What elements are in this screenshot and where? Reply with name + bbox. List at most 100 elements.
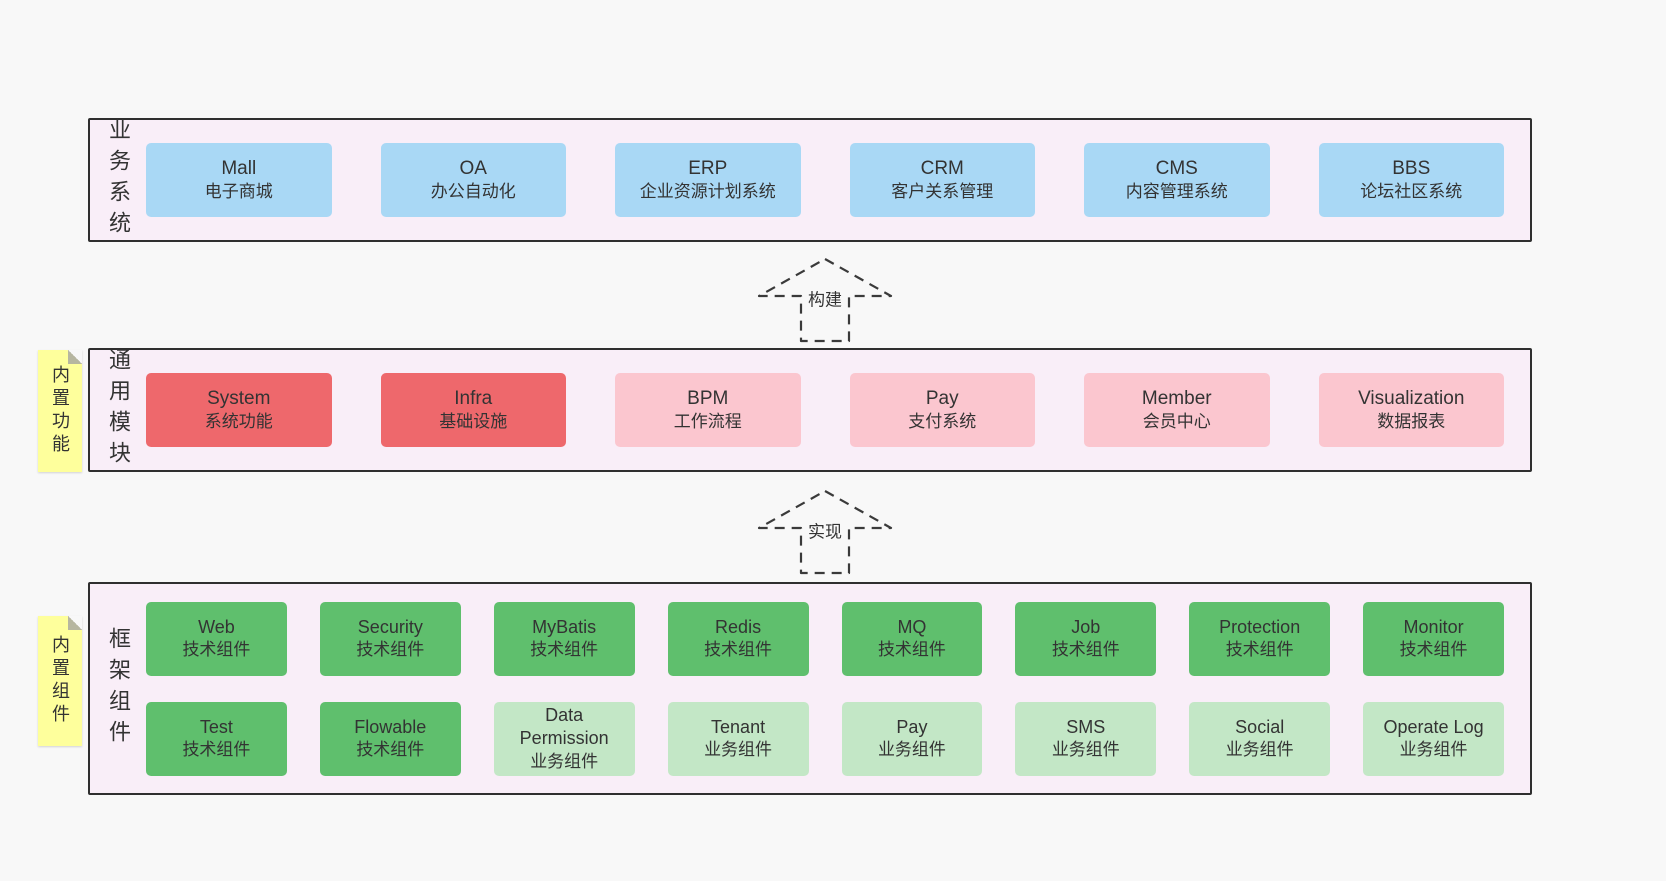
box-title: Monitor (1403, 616, 1464, 637)
box-job: Job 技术组件 (1015, 601, 1157, 676)
box-subtitle: 技术组件 (704, 640, 773, 660)
box-monitor: Monitor 技术组件 (1363, 601, 1504, 676)
up-arrow-icon (757, 257, 893, 343)
box-test: Test 技术组件 (146, 701, 287, 776)
box-subtitle: 业务组件 (1051, 740, 1120, 760)
up-arrow-icon (757, 489, 893, 575)
box-title: Tenant (711, 716, 766, 737)
business-boxes: Mall 电子商城 OA 办公自动化 ERP 企业资源计划系统 CRM 客户关系… (146, 143, 1504, 217)
box-erp: ERP 企业资源计划系统 (615, 143, 801, 217)
box-title: Member (1141, 387, 1212, 409)
box-title: Operate Log (1383, 716, 1484, 737)
box-subtitle: 办公自动化 (430, 182, 516, 202)
box-sms: SMS 业务组件 (1015, 701, 1157, 776)
box-operate-log: Operate Log 业务组件 (1363, 701, 1504, 776)
box-title: Flowable (354, 716, 427, 737)
box-mall: Mall 电子商城 (146, 143, 332, 217)
box-data-permission: Data Permission 业务组件 (493, 701, 635, 776)
business-systems-panel: 业务系统 Mall 电子商城 OA 办公自动化 ERP 企业资源计划系统 CRM… (88, 118, 1532, 242)
box-web: Web 技术组件 (146, 601, 287, 676)
box-title: CRM (920, 157, 964, 179)
box-flowable: Flowable 技术组件 (319, 701, 461, 776)
box-subtitle: 企业资源计划系统 (639, 182, 776, 202)
box-title: Test (199, 716, 233, 737)
box-title: Job (1071, 616, 1101, 637)
box-title: Pay (896, 716, 928, 737)
box-subtitle: 技术组件 (877, 640, 946, 660)
builtin-components-label: 内置组件 (50, 635, 70, 727)
box-subtitle: 客户关系管理 (891, 182, 994, 202)
box-title: MyBatis (532, 616, 597, 637)
box-infra: Infra 基础设施 (380, 373, 566, 447)
box-subtitle: 技术组件 (530, 640, 599, 660)
box-subtitle: 系统功能 (204, 412, 273, 432)
box-subtitle: 技术组件 (182, 640, 251, 660)
framework-row-2: Test 技术组件 Flowable 技术组件 Data Permission … (146, 701, 1504, 776)
box-title: Social (1235, 716, 1285, 737)
box-bbs: BBS 论坛社区系统 (1318, 143, 1504, 217)
box-title: Protection (1219, 616, 1301, 637)
folded-corner-icon (68, 616, 82, 630)
builtin-components-sticky: 内置组件 (38, 616, 82, 746)
box-system: System 系统功能 (146, 373, 332, 447)
box-crm: CRM 客户关系管理 (849, 143, 1035, 217)
implement-arrow: 实现 (755, 488, 895, 576)
box-subtitle: 电子商城 (204, 182, 273, 202)
builtin-features-label: 内置功能 (50, 365, 70, 457)
box-title: Pay (925, 387, 959, 409)
box-subtitle: 论坛社区系统 (1360, 182, 1463, 202)
builtin-features-sticky: 内置功能 (38, 350, 82, 472)
box-social: Social 业务组件 (1189, 701, 1331, 776)
modules-panel-label: 通用模块 (106, 348, 131, 472)
box-pay-biz: Pay 业务组件 (841, 701, 983, 776)
box-title: System (207, 387, 271, 409)
framework-components-panel: 框架组件 Web 技术组件 Security 技术组件 MyBatis 技术组件… (88, 582, 1532, 795)
box-subtitle: 技术组件 (1225, 640, 1294, 660)
build-arrow: 构建 (755, 256, 895, 344)
box-subtitle: 业务组件 (530, 751, 599, 771)
box-pay: Pay 支付系统 (849, 373, 1035, 447)
box-title: Infra (454, 387, 493, 409)
box-subtitle: 技术组件 (356, 740, 425, 760)
box-subtitle: 业务组件 (704, 740, 773, 760)
common-modules-panel: 通用模块 System 系统功能 Infra 基础设施 BPM 工作流程 Pay… (88, 348, 1532, 472)
box-title: MQ (897, 616, 927, 637)
box-cms: CMS 内容管理系统 (1084, 143, 1270, 217)
folded-corner-icon (68, 350, 82, 364)
box-subtitle: 内容管理系统 (1125, 182, 1228, 202)
box-subtitle: 业务组件 (1399, 740, 1468, 760)
build-arrow-label: 构建 (805, 283, 845, 313)
box-subtitle: 数据报表 (1377, 412, 1446, 432)
box-title: OA (459, 157, 487, 179)
box-title: BBS (1392, 157, 1431, 179)
box-title: Redis (715, 616, 762, 637)
box-member: Member 会员中心 (1084, 373, 1270, 447)
box-subtitle: 业务组件 (1225, 740, 1294, 760)
box-subtitle: 基础设施 (439, 412, 508, 432)
box-subtitle: 业务组件 (877, 740, 946, 760)
box-oa: OA 办公自动化 (380, 143, 566, 217)
implement-arrow-label: 实现 (805, 515, 845, 545)
box-subtitle: 技术组件 (1399, 640, 1468, 660)
box-title: Visualization (1358, 387, 1465, 409)
box-subtitle: 工作流程 (673, 412, 742, 432)
box-title: SMS (1066, 716, 1106, 737)
box-title: Security (357, 616, 423, 637)
box-subtitle: 技术组件 (1051, 640, 1120, 660)
box-mq: MQ 技术组件 (841, 601, 983, 676)
box-subtitle: 支付系统 (908, 412, 977, 432)
box-title: Data Permission (519, 705, 609, 749)
business-panel-label: 业务系统 (106, 118, 131, 242)
box-subtitle: 技术组件 (182, 740, 251, 760)
box-bpm: BPM 工作流程 (615, 373, 801, 447)
box-subtitle: 会员中心 (1142, 412, 1211, 432)
box-title: BPM (687, 387, 729, 409)
box-title: ERP (688, 157, 728, 179)
framework-boxes: Web 技术组件 Security 技术组件 MyBatis 技术组件 Redi… (146, 601, 1504, 776)
module-boxes: System 系统功能 Infra 基础设施 BPM 工作流程 Pay 支付系统… (146, 373, 1504, 447)
box-title: Web (198, 616, 235, 637)
box-subtitle: 技术组件 (356, 640, 425, 660)
box-title: Mall (221, 157, 257, 179)
box-protection: Protection 技术组件 (1189, 601, 1331, 676)
